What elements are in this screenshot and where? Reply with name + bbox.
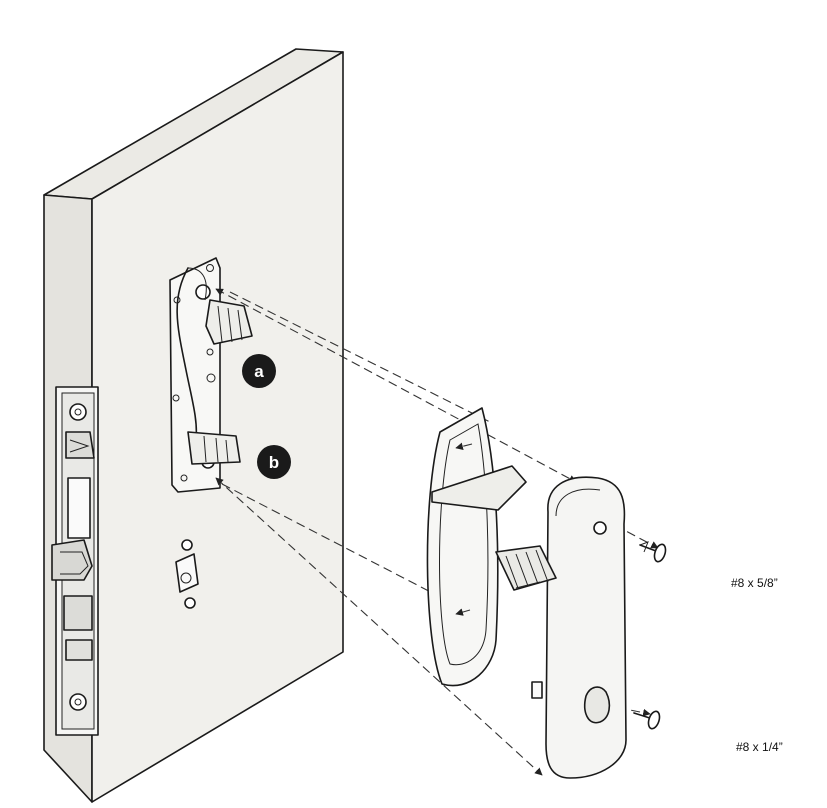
deadbolt-window — [67, 477, 91, 539]
handle-arrow — [455, 442, 473, 451]
callout-b: b — [257, 445, 291, 479]
screw-upper-icon — [639, 541, 667, 563]
screw-lower-label: #8 x 1/4” — [736, 740, 783, 754]
handle-arrow — [455, 608, 471, 616]
screw-upper-label: #8 x 5/8” — [731, 576, 778, 590]
trim-escutcheon — [531, 476, 627, 779]
faceplate-screw-icon — [69, 693, 87, 711]
faceplate-screw-icon — [69, 403, 87, 421]
callout-a-label: a — [254, 362, 264, 381]
mortise-lock-faceplate — [51, 386, 99, 736]
latch-bolt-icon — [51, 539, 93, 581]
trim-connector-icon — [495, 545, 557, 591]
screw-lower-icon — [633, 710, 661, 730]
connector-b-icon — [187, 431, 241, 465]
door-holes — [175, 539, 199, 609]
door-handle — [426, 407, 527, 687]
wire-harness — [176, 267, 198, 441]
callout-a: a — [242, 354, 276, 388]
callout-b-label: b — [269, 453, 279, 472]
thumb-turn-icon — [584, 686, 611, 724]
